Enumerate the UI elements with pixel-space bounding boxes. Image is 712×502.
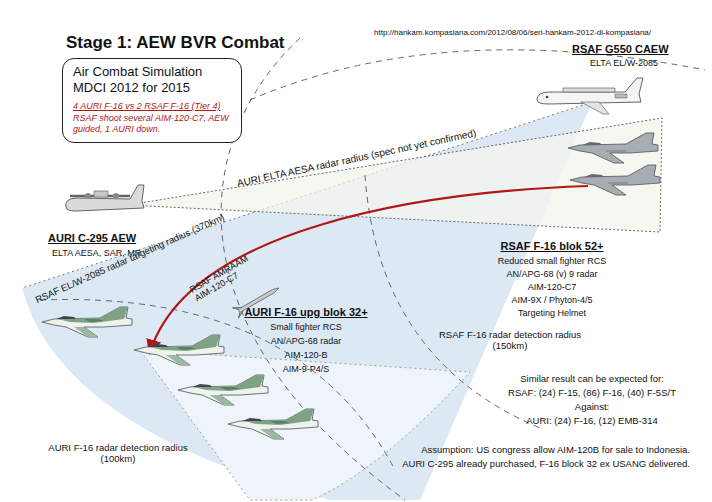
note-text: Similar result can be expected for: (520, 374, 664, 385)
box-heading: Air Combat Simulation MDCI 2012 for 2015 (73, 64, 223, 95)
note-text: RSAF: (24) F-15, (86) F-16, (40) F-5S/T (508, 388, 676, 399)
radar-name: ELTA EL/W-2085 (590, 58, 658, 68)
aircraft-name: RSAF G550 CAEW (572, 43, 669, 56)
summary-box: Air Combat Simulation MDCI 2012 for 2015… (62, 58, 242, 143)
spec-line: AIM-120-C7 (528, 282, 577, 292)
spec-line: Reduced small fighter RCS (498, 256, 607, 266)
aircraft-name: AURI F-16 upg blok 32+ (244, 306, 367, 319)
spec-line: AN/APG-68 radar (271, 336, 342, 346)
radar-radius-label: RSAF F-16 radar detection radius (150km) (435, 330, 585, 352)
source-url: http://hankam.kompasiana.com/2012/08/06/… (374, 28, 651, 37)
spec-line: Small fighter RCS (270, 322, 342, 332)
diagram-title: Stage 1: AEW BVR Combat (66, 33, 285, 53)
spec-line: Targeting Helmet (518, 308, 586, 318)
note-text: AURI: (24) F-16, (12) EMB-314 (526, 416, 657, 427)
spec-line: AIM-9-P4/S (283, 364, 330, 374)
aircraft-name: AURI C-295 AEW (48, 232, 136, 245)
spec-line: AIM-9X / Phyton-4/5 (511, 295, 592, 305)
assumption-note: AURI C-295 already purchased, F-16 block… (402, 459, 690, 470)
radar-radius-label: AURI F-16 radar detection radius (100km) (43, 443, 193, 465)
box-note: RSAF shoot several AIM-120-C7, AEW guide… (73, 113, 231, 135)
assumption-note: Assumption: US congress allow AIM-120B f… (421, 445, 690, 456)
box-note: 4 AURI F-16 vs 2 RSAF F-16 (Tier 4) (73, 101, 231, 112)
aircraft-name: RSAF F-16 blok 52+ (500, 240, 603, 253)
spec-line: AIM-120-B (284, 350, 327, 360)
spec-line: AN/APG-68 (v) 9 radar (506, 269, 597, 279)
note-text: Against: (575, 402, 609, 413)
